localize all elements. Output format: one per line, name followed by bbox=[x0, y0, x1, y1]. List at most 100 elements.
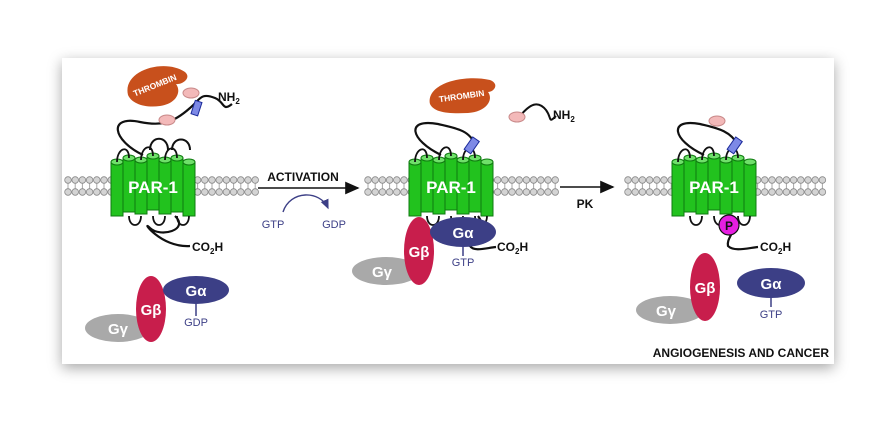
lipid-head bbox=[761, 176, 769, 184]
lipid-head bbox=[208, 176, 216, 184]
lipid-head bbox=[215, 188, 223, 196]
lipid-head bbox=[501, 188, 509, 196]
lipid-head bbox=[385, 176, 394, 184]
helix-cap bbox=[743, 158, 757, 166]
lipid-head bbox=[201, 188, 209, 196]
lipid-head bbox=[85, 188, 94, 196]
lipid-head bbox=[364, 176, 372, 184]
lipid-head bbox=[93, 176, 101, 184]
gtp-label: GTP bbox=[760, 309, 783, 321]
lipid-head bbox=[544, 188, 552, 196]
lipid-head bbox=[71, 188, 79, 196]
cleavage-bead bbox=[182, 87, 200, 99]
lipid-head bbox=[818, 188, 827, 196]
extracellular-loop bbox=[701, 146, 715, 161]
lipid-head bbox=[789, 176, 798, 184]
gtp-label: GTP bbox=[452, 257, 475, 269]
n-terminus-loop bbox=[676, 121, 739, 156]
cleavage-site bbox=[463, 136, 480, 155]
lipid-head bbox=[761, 188, 769, 196]
lipid-head bbox=[775, 188, 783, 196]
lipid-head bbox=[378, 188, 387, 196]
lipid-head bbox=[775, 176, 783, 184]
lipid-head bbox=[400, 188, 408, 196]
lipid-head bbox=[215, 176, 223, 184]
state-phosphorylated: PAR-1 P CO2H Gγ Gβ Gα GTP bbox=[636, 115, 805, 324]
g-gamma-label: Gγ bbox=[108, 321, 129, 338]
lipid-head bbox=[364, 188, 372, 196]
state-resting: PAR-1 CO2H THROMBIN NH2 Gγ Gβ Gα GDP bbox=[85, 66, 240, 342]
lipid-head bbox=[100, 188, 108, 196]
g-alpha-subunit bbox=[163, 276, 229, 304]
gdp-label: GDP bbox=[184, 317, 208, 329]
intracellular-loop bbox=[689, 215, 703, 226]
lipid-head bbox=[64, 176, 72, 184]
extracellular-loop bbox=[677, 148, 691, 163]
g-protein-inactive: Gγ Gβ Gα GDP bbox=[85, 276, 229, 342]
receptor-helices bbox=[671, 146, 757, 226]
lipid-head bbox=[811, 188, 819, 196]
lipid-head bbox=[64, 188, 72, 196]
lipid-head bbox=[660, 188, 668, 196]
nh2-label: NH2 bbox=[218, 90, 240, 106]
receptor-label: PAR-1 bbox=[426, 178, 476, 197]
helix-cylinder bbox=[480, 161, 494, 217]
co2h-label: CO2H bbox=[192, 240, 223, 256]
extracellular-loop bbox=[140, 146, 154, 161]
cleavage-bead bbox=[158, 114, 176, 126]
lipid-head bbox=[660, 176, 668, 184]
extracellular-loop bbox=[438, 146, 452, 161]
thrombin-enzyme: THROMBIN bbox=[127, 66, 188, 107]
g-alpha-subunit bbox=[430, 217, 496, 247]
g-beta-subunit bbox=[690, 253, 720, 321]
lipid-head bbox=[544, 176, 552, 184]
lipid-head bbox=[515, 188, 523, 196]
g-beta-subunit bbox=[404, 217, 434, 285]
lipid-head bbox=[551, 188, 559, 196]
lipid-head bbox=[529, 188, 538, 196]
lipid-head bbox=[85, 176, 94, 184]
lipid-head bbox=[100, 176, 108, 184]
lipid-head bbox=[515, 176, 523, 184]
lipid-head bbox=[522, 188, 531, 196]
lipid-head bbox=[624, 188, 632, 196]
g-gamma-subunit bbox=[352, 257, 420, 285]
lipid-head bbox=[237, 188, 245, 196]
lipid-head bbox=[638, 188, 647, 196]
phosphate-label: P bbox=[725, 219, 733, 233]
lipid-head bbox=[551, 176, 559, 184]
extracellular-loop bbox=[164, 147, 178, 161]
released-peptide bbox=[519, 103, 557, 121]
thrombin-enzyme: THROMBIN bbox=[429, 78, 496, 114]
lipid-head bbox=[653, 176, 661, 184]
helix-cylinder bbox=[743, 161, 757, 217]
intracellular-loop bbox=[737, 215, 751, 226]
lipid-head bbox=[78, 188, 87, 196]
lipid-head bbox=[251, 176, 259, 184]
g-alpha-label: Gα bbox=[453, 225, 475, 242]
lipid-head bbox=[537, 188, 545, 196]
lipid-head bbox=[93, 188, 101, 196]
lipid-head bbox=[768, 188, 776, 196]
phosphate-group bbox=[718, 214, 740, 236]
g-gamma-subunit bbox=[85, 314, 151, 342]
lipid-head bbox=[71, 176, 79, 184]
lipid-head bbox=[529, 176, 538, 184]
receptor-label: PAR-1 bbox=[128, 178, 178, 197]
g-beta-label: Gβ bbox=[409, 244, 430, 261]
lipid-head bbox=[645, 176, 654, 184]
receptor-label: PAR-1 bbox=[689, 178, 739, 197]
g-gamma-subunit bbox=[636, 296, 704, 324]
lipid-head bbox=[789, 188, 798, 196]
cleavage-site bbox=[190, 99, 203, 117]
n-terminus-loop bbox=[414, 121, 477, 156]
lipid-head bbox=[653, 188, 661, 196]
lipid-head bbox=[385, 188, 394, 196]
lipid-head bbox=[400, 176, 408, 184]
lipid-head bbox=[208, 188, 216, 196]
lipid-head bbox=[638, 176, 647, 184]
lipid-head bbox=[493, 176, 502, 184]
lipid-head bbox=[237, 176, 245, 184]
lipid-head bbox=[645, 188, 654, 196]
